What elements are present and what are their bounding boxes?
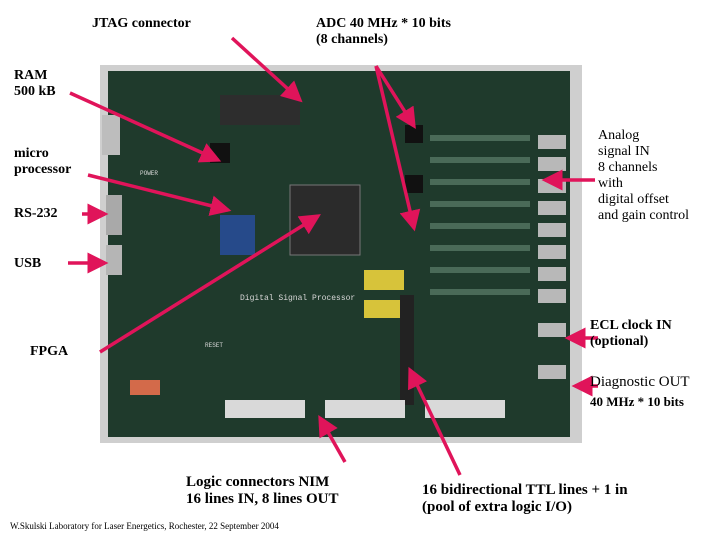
bnc-connector: [538, 201, 566, 215]
board-reset-print: RESET: [205, 342, 223, 349]
bnc-connector: [538, 179, 566, 193]
adc-chip: [405, 125, 423, 143]
micro-chip: [210, 143, 230, 163]
logic-connector: [225, 400, 305, 418]
bnc-connector: [538, 289, 566, 303]
circuit-board-photo: Digital Signal Processor POWER RESET: [100, 65, 582, 443]
jtag-label: JTAG connector: [92, 16, 191, 31]
diagnostic-label: Diagnostic OUT 40 MHz * 10 bits: [590, 374, 690, 410]
micro-usb-connector: [102, 115, 120, 155]
usb-label: USB: [14, 256, 42, 271]
ram-label: RAM 500 kB: [14, 68, 56, 100]
processor-chip: [220, 215, 255, 255]
bnc-connector: [538, 223, 566, 237]
board-title-print: Digital Signal Processor: [240, 294, 355, 303]
rs232-label: RS-232: [14, 206, 58, 221]
fpga-label: FPGA: [30, 344, 69, 359]
usb-connector: [106, 245, 122, 275]
board-power-print: POWER: [140, 170, 158, 177]
logic-label: Logic connectors NIM 16 lines IN, 8 line…: [186, 474, 339, 508]
logic-connector: [425, 400, 505, 418]
logic-connector: [325, 400, 405, 418]
adc-label: ADC 40 MHz * 10 bits (8 channels): [316, 16, 451, 48]
fpga-chip: [289, 184, 361, 256]
credit-text: W.Skulski Laboratory for Laser Energetic…: [10, 521, 279, 531]
yellow-module: [364, 270, 404, 290]
red-connector: [130, 380, 160, 395]
bnc-connector: [538, 245, 566, 259]
adc-chip: [405, 175, 423, 193]
bnc-connector: [538, 157, 566, 171]
ram-chip: [220, 95, 300, 125]
micro-label: micro processor: [14, 146, 72, 178]
rs232-connector: [106, 195, 122, 235]
analog-label: Analog signal IN 8 channels with digital…: [598, 128, 689, 224]
yellow-module: [364, 300, 404, 318]
bnc-connector: [538, 135, 566, 149]
ttl-header: [400, 295, 414, 405]
bnc-connector: [538, 267, 566, 281]
ecl-bnc-connector: [538, 323, 566, 337]
analog-components: [430, 135, 530, 295]
diagnostic-bnc-connector: [538, 365, 566, 379]
ecl-label: ECL clock IN (optional): [590, 318, 672, 350]
ttl-label: 16 bidirectional TTL lines + 1 in (pool …: [422, 482, 628, 516]
